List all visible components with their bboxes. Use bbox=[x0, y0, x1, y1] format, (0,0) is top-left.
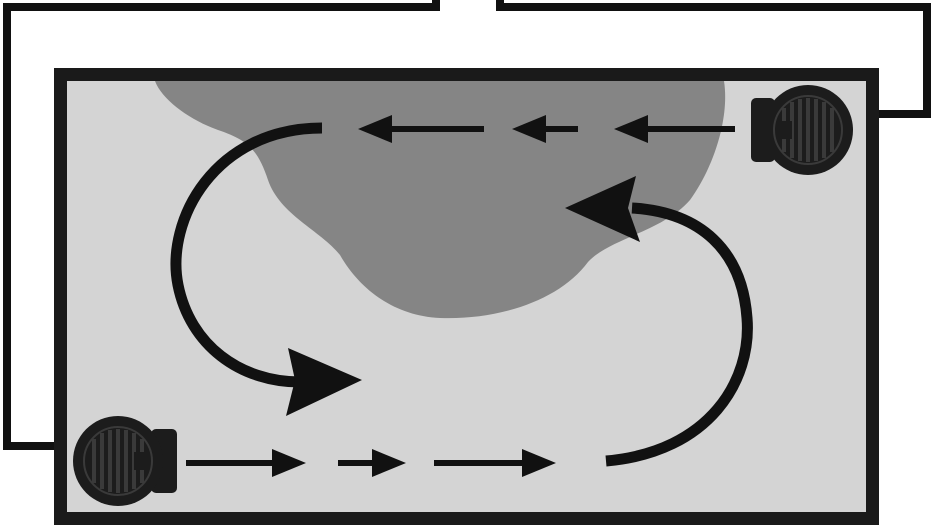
curved-flow-arrow-left bbox=[170, 122, 362, 416]
wavemaker-pump-top-right bbox=[751, 85, 853, 175]
curved-arrow-right-shaft bbox=[605, 202, 753, 467]
flow-arrow-left bbox=[358, 115, 484, 143]
bottom-flow-arrows bbox=[186, 449, 556, 477]
pump-grille-ring bbox=[83, 426, 153, 496]
flow-arrow-left bbox=[512, 115, 578, 143]
rock-formation bbox=[155, 81, 726, 319]
curved-flow-arrow-right bbox=[565, 176, 753, 467]
cable-right bbox=[496, 0, 931, 118]
curved-arrow-left-shaft bbox=[170, 122, 323, 388]
flow-arrow-right bbox=[186, 449, 306, 477]
curved-arrow-right-head bbox=[565, 176, 640, 242]
cable-left bbox=[3, 0, 440, 450]
flow-arrow-left bbox=[614, 115, 735, 143]
power-cables bbox=[3, 0, 931, 450]
wavemaker-pump-bottom-left bbox=[73, 416, 177, 506]
top-flow-arrows bbox=[358, 115, 735, 143]
pump-clip bbox=[134, 452, 148, 470]
curved-arrow-left-head bbox=[286, 348, 362, 416]
flow-arrow-right bbox=[338, 449, 406, 477]
pump-clip bbox=[778, 121, 792, 139]
pump-grille-ring bbox=[773, 95, 843, 165]
flow-arrow-right bbox=[434, 449, 556, 477]
